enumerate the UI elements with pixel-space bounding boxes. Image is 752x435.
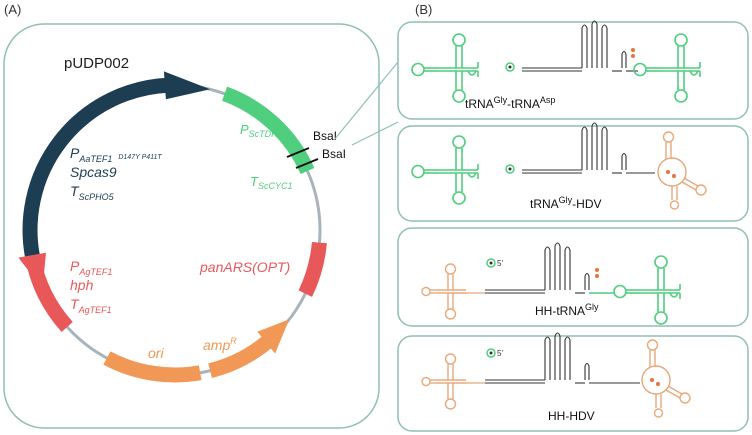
spacer-hairpins-4: [484, 332, 590, 384]
promoter-aatef1-sub: AaTEF1: [78, 154, 112, 164]
terminator-pho5-label: TScPHO5: [70, 183, 115, 202]
promoter-agtef1-label: PAgTEF1: [70, 258, 112, 277]
cleavage-site-3b: [595, 274, 599, 278]
construct-label-2: tRNAGly-HDV: [530, 195, 602, 211]
trna-gly-structure-1: [411, 33, 479, 103]
grna-cassette-arc: [221, 86, 315, 175]
panel-a-label: (A): [4, 2, 21, 17]
promoter-aatef1-label: PAaTEF1 D147Y P411T: [70, 145, 162, 164]
plasmid-name: pUDP002: [64, 55, 129, 72]
bsai-site-1: [286, 147, 310, 158]
cleavage-site-4a: [650, 378, 654, 382]
construct-3-sup1: Gly: [585, 302, 599, 312]
panel-a-frame: [3, 23, 380, 429]
five-prime-dot-1: [508, 65, 512, 69]
terminator-cyc1-sub: ScCYC1: [258, 181, 293, 191]
panel-b-label: (B): [415, 2, 432, 17]
five-prime-marker-1: [505, 62, 515, 72]
promoter-tdh3-main: P: [240, 122, 249, 137]
terminator-agtef1-sub: AgTEF1: [78, 305, 112, 315]
promoter-agtef1-main: P: [70, 258, 80, 274]
cleavage-site-2b: [672, 174, 676, 178]
construct-box-4: 5' HH-HDV: [397, 332, 749, 432]
bsai-label-2: BsaI: [322, 147, 346, 161]
spacer-hairpins-1: [521, 20, 627, 72]
trna-gly-structure-3: [613, 255, 681, 325]
cas9-cassette-arc: [22, 77, 171, 262]
zoom-connector-bottom: [351, 121, 399, 146]
hph-label: hph: [70, 277, 94, 293]
ori-label: ori: [148, 345, 164, 361]
zoom-connector-top: [333, 61, 399, 141]
construct-box-4-frame: [397, 335, 749, 432]
five-prime-marker-2: [505, 164, 515, 174]
promoter-aatef1-mutations: D147Y P411T: [118, 154, 162, 161]
promoter-tdh3-sub: ScTDH3: [249, 129, 283, 139]
five-prime-dot-2: [508, 167, 512, 171]
cleavage-site-3a: [595, 268, 599, 272]
construct-box-3: 5' HH-tRNAGly: [397, 227, 749, 327]
construct-2-mid: -HDV: [572, 197, 601, 211]
spacer-hairpins-3: [484, 242, 590, 294]
terminator-pho5-sub: ScPHO5: [79, 192, 115, 202]
construct-2-sup1: Gly: [559, 195, 573, 205]
construct-label-1: tRNAGly-tRNAAsp: [465, 95, 555, 111]
spcas9-label: Spcas9: [70, 164, 117, 180]
five-prime-text-4: 5': [497, 349, 503, 358]
hdv-ribozyme-structure-2: [657, 131, 707, 210]
promoter-aatef1-main: P: [70, 145, 80, 161]
construct-box-2: tRNAGly-HDV: [397, 122, 749, 222]
bsai-label-1: BsaI: [313, 129, 337, 143]
terminator-cyc1-label: TScCYC1: [250, 174, 292, 191]
ampr-arrowhead: [257, 319, 290, 354]
construct-box-3-frame: [397, 227, 749, 327]
construct-box-1-frame: [397, 21, 749, 120]
construct-2-pre: tRNA: [530, 197, 559, 211]
construct-3-pre: HH-tRNA: [535, 304, 585, 318]
cas9-cassette-arrowhead: [163, 71, 211, 100]
ampr-sup: R: [230, 336, 237, 346]
construct-box-2-frame: [397, 125, 749, 222]
construct-1-sup2: Asp: [540, 95, 556, 105]
cleavage-site-2a: [666, 170, 670, 174]
five-prime-text-3: 5': [497, 259, 503, 268]
promoter-agtef1-sub: AgTEF1: [78, 267, 112, 277]
trna-asp-structure: [633, 33, 701, 103]
terminator-agtef1-main: T: [70, 296, 80, 312]
cleavage-site-1b: [631, 54, 635, 58]
ori-arc: [103, 351, 202, 383]
construct-1-sup1: Gly: [494, 95, 508, 105]
panars-arc: [298, 241, 327, 297]
five-prime-dot-3: [489, 261, 493, 265]
construct-1-mid: -tRNA: [507, 97, 540, 111]
five-prime-marker-4: [486, 348, 496, 358]
construct-label-4: HH-HDV: [548, 409, 595, 423]
terminator-cyc1-main: T: [250, 174, 259, 189]
construct-label-3: HH-tRNAGly: [535, 302, 599, 318]
construct-1-pre: tRNA: [465, 97, 494, 111]
cleavage-site-1a: [631, 48, 635, 52]
cleavage-site-4b: [656, 382, 660, 386]
hdv-ribozyme-structure-4: [641, 339, 691, 418]
panars-label: panARS(OPT): [199, 259, 290, 275]
ampr-label: ampR: [203, 336, 237, 353]
five-prime-marker-3: [486, 258, 496, 268]
ampr-main: amp: [203, 337, 230, 353]
trna-gly-structure-2: [411, 135, 479, 205]
hh-ribozyme-structure-4: [421, 353, 467, 410]
promoter-tdh3-label: PScTDH3: [240, 122, 283, 139]
five-prime-dot-4: [489, 351, 493, 355]
hh-ribozyme-structure-3: [421, 263, 467, 320]
construct-box-1: tRNAGly-tRNAAsp: [397, 20, 749, 120]
terminator-pho5-main: T: [70, 183, 80, 199]
hph-cassette-arrowhead: [18, 252, 46, 289]
terminator-agtef1-label: TAgTEF1: [70, 296, 112, 315]
spacer-hairpins-2: [521, 122, 627, 174]
bsai-site-2: [295, 158, 319, 169]
